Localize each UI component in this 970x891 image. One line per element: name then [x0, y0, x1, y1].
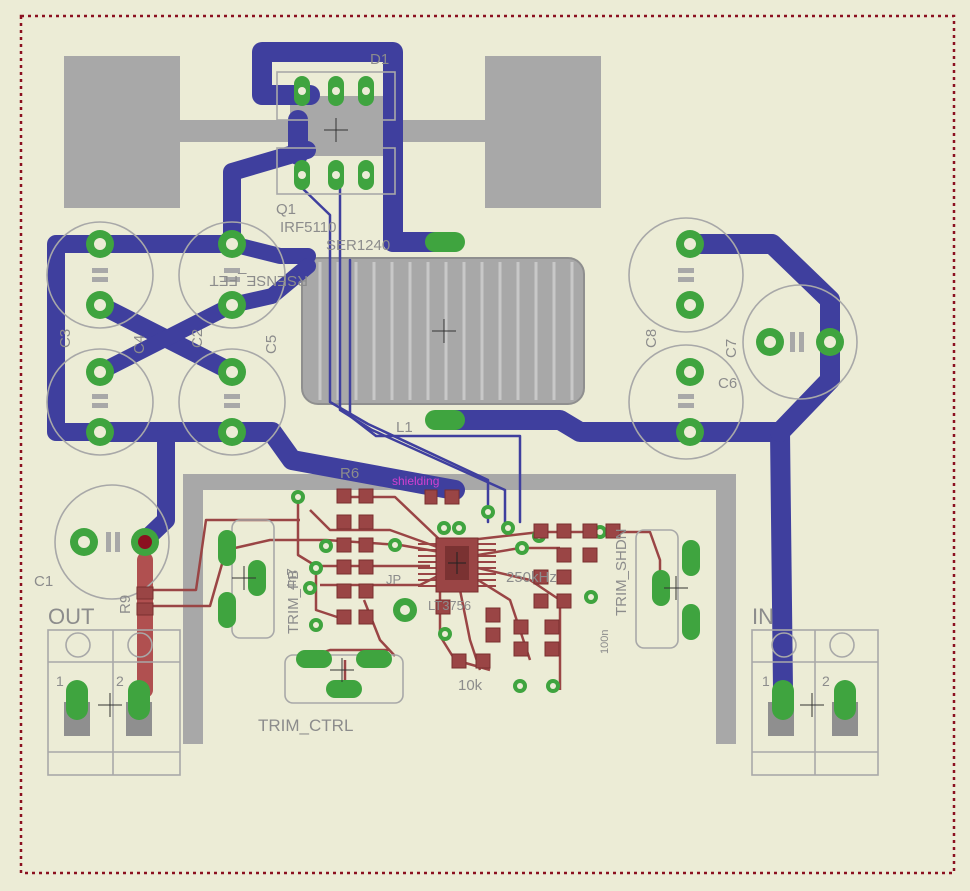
label-4n7: 4n7	[284, 568, 299, 590]
label-10k: 10k	[458, 677, 483, 694]
label-c3: C3	[57, 329, 74, 348]
label-r9: R9	[117, 595, 134, 614]
label-q1: Q1	[276, 201, 296, 218]
label-trim-ctrl: TRIM_CTRL	[258, 716, 353, 735]
smd-pads	[136, 488, 621, 669]
silk-labels: D1 Q1 IRF5110 SER1240 RSENSE_FET L1 C1 C…	[34, 51, 830, 735]
label-freq: 250kHz	[506, 569, 557, 586]
capacitor-outlines	[46, 217, 858, 600]
label-in-pin2: 2	[822, 673, 830, 689]
label-100n: 100n	[599, 630, 611, 654]
label-c4: C4	[131, 335, 148, 354]
label-r6: R6	[340, 465, 359, 482]
label-c5: C5	[263, 335, 280, 354]
component-outlines	[47, 71, 879, 776]
label-jp: JP	[386, 572, 401, 587]
label-lt3756: LT3756	[428, 598, 471, 613]
label-irf: IRF5110	[280, 219, 336, 236]
cap-polarity-symbols	[92, 268, 804, 552]
inductor-l1	[301, 257, 585, 405]
label-in-pin1: 1	[762, 673, 770, 689]
label-shielding: shielding	[392, 474, 439, 488]
ic-lt3756	[418, 537, 496, 593]
label-out-pin1: 1	[56, 673, 64, 689]
label-ser: SER1240	[326, 237, 390, 254]
label-trim-shdn: TRIM_SHDN	[613, 528, 630, 616]
label-c2: C2	[189, 329, 206, 348]
label-l1: L1	[396, 419, 413, 436]
label-out-pin2: 2	[116, 673, 124, 689]
origin-marks	[98, 118, 824, 717]
power-planes	[64, 56, 736, 744]
bottom-traces	[47, 42, 840, 700]
label-c6: C6	[718, 375, 737, 392]
label-out: OUT	[48, 604, 94, 629]
label-trim-fb: TRIM_FB	[285, 570, 302, 634]
label-in: IN	[752, 604, 774, 629]
label-c7: C7	[723, 339, 740, 358]
label-c8: C8	[643, 329, 660, 348]
through-hole-pads	[66, 76, 856, 720]
board-outline	[19, 14, 956, 875]
label-c1: C1	[34, 573, 53, 590]
label-d1: D1	[370, 51, 389, 68]
label-rsense: RSENSE_FET	[210, 272, 308, 289]
